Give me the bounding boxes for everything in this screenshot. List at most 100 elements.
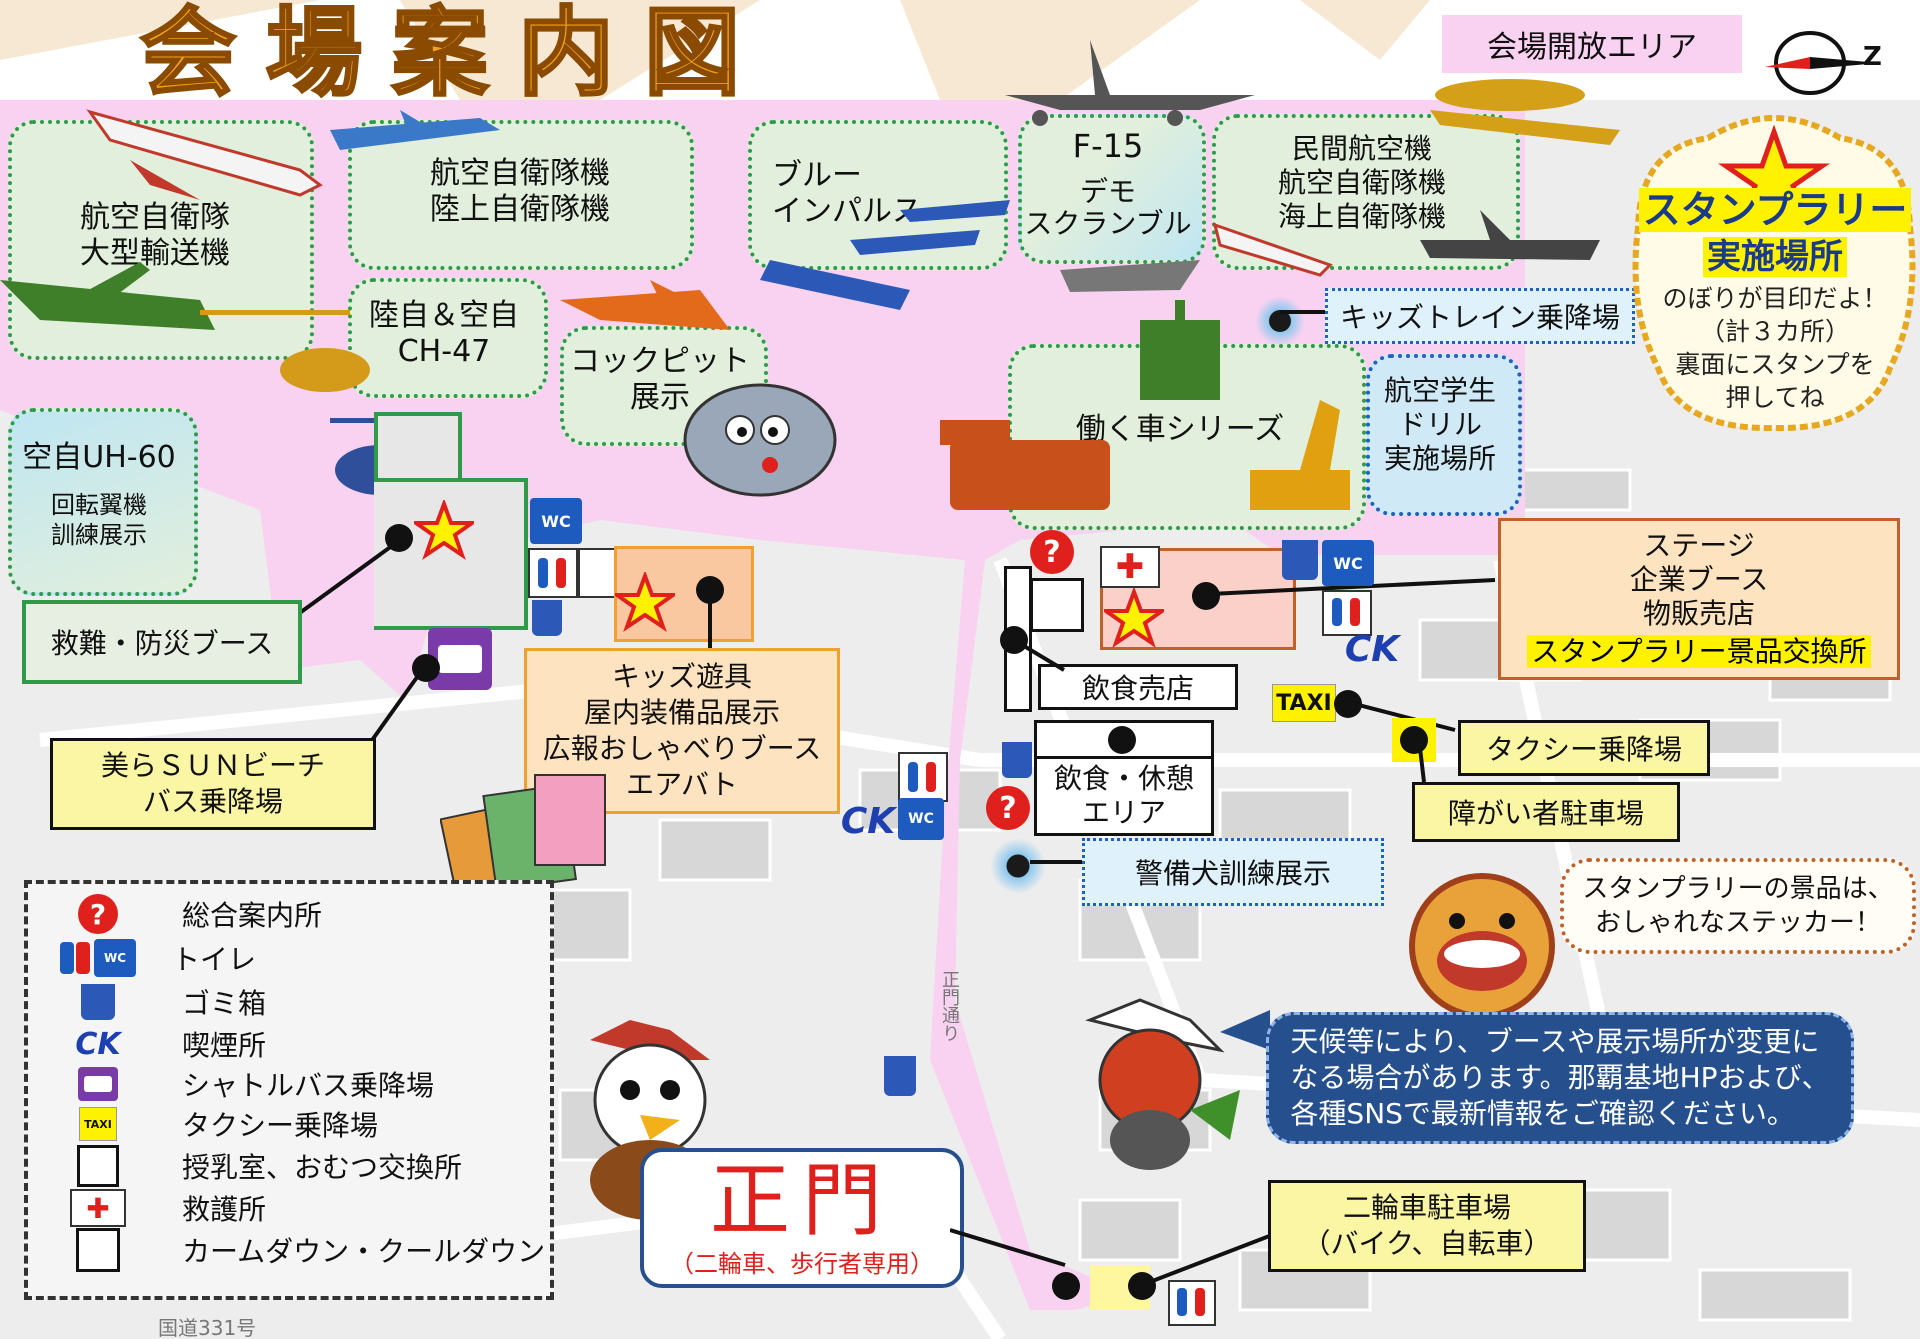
rescue-booth-label: 救難・防災ブース <box>50 627 274 660</box>
rest-area-callout: 飲食・休憩 エリア <box>1034 756 1214 836</box>
smoking-icon: CK <box>75 1027 120 1062</box>
taxi-icon: TAXI <box>1272 684 1336 722</box>
disabled-parking-callout: 障がい者駐車場 <box>1412 782 1680 842</box>
info-question-icon: ? <box>986 786 1030 830</box>
wc-text: WC <box>1333 553 1363 573</box>
legend-row-first-aid: ✚ 救護所 <box>68 1189 267 1227</box>
smoking-text: CK <box>1344 628 1400 670</box>
food-shop-callout: 飲食売店 <box>1038 664 1238 710</box>
kids-play-callout: キッズ遊具 屋内装備品展示 広報おしゃべりブース エアバト <box>524 648 840 814</box>
first-aid-icon: ✚ <box>70 1189 126 1227</box>
smoking-icon: CK <box>840 798 896 844</box>
trash-bin-icon <box>884 1056 916 1096</box>
stamp-rally-subtitle-wrap: 実施場所 <box>1632 236 1918 278</box>
transport-plane-icon <box>86 109 323 200</box>
motorbike-parking-callout: 二輪車駐車場 （バイク、自転車） <box>1268 1180 1586 1272</box>
tengu-mascot-icon <box>1085 998 1240 1170</box>
rescue-booth-leader <box>288 538 402 622</box>
motorbike-parking-leader <box>1142 1233 1273 1287</box>
accessible-toilet-icon: WC <box>530 498 582 544</box>
stage-highlight-label: スタンプラリー景品交換所 <box>1527 635 1871 668</box>
accessible-toilet-icon: WC <box>1322 540 1374 586</box>
info-question-icon: ? <box>1030 530 1074 574</box>
toilet-icon <box>1322 590 1372 636</box>
sticker-note-text: スタンプラリーの景品は、 おしゃれなステッカー！ <box>1582 874 1894 938</box>
zone-uh60-title: 空自UH-60 <box>22 440 176 475</box>
zone-transport-label: 航空自衛隊 大型輸送機 <box>80 200 230 271</box>
disabled-parking-label: 障がい者駐車場 <box>1447 797 1644 830</box>
toilet-icon <box>528 548 578 598</box>
rest-area-marker <box>1108 726 1136 754</box>
legend-row-bus: シャトルバス乗降場 <box>68 1066 434 1102</box>
bus-stop-label: 美らＳＵＮビーチ バス乗降場 <box>100 749 325 818</box>
legend-label: カームダウン・クールダウン <box>182 1235 546 1268</box>
open-area-label: 会場開放エリア <box>1487 30 1697 65</box>
zone-f15 <box>1018 114 1206 264</box>
legend-label: 喫煙所 <box>182 1029 267 1062</box>
kids-train-marker <box>1255 296 1305 346</box>
zone-uh60-sub: 回転翼機 訓練展示 <box>51 491 147 549</box>
legend-label: 救護所 <box>182 1193 267 1226</box>
mascot-plane-character-icon <box>683 383 837 497</box>
calm-down-icon <box>76 1228 120 1272</box>
blue-impulse-jets-icon <box>760 200 1010 310</box>
zone-cadet-drill-label: 航空学生 ドリル 実施場所 <box>1383 374 1496 475</box>
trash-bin-icon <box>532 600 562 636</box>
taxi-text: TAXI <box>1276 690 1332 716</box>
stage-highlight-wrap: スタンプラリー景品交換所 <box>1501 633 1897 671</box>
zone-uh60 <box>8 408 198 596</box>
shuttle-bus-icon <box>428 628 492 690</box>
nursing-room-icon <box>1030 578 1084 632</box>
first-aid-icon: ✚ <box>1100 546 1160 588</box>
question-mark-text: ? <box>1043 534 1061 570</box>
zone-work-vehicles-label: 働く車シリーズ <box>1075 412 1285 447</box>
kids-play-label: キッズ遊具 屋内装備品展示 広報おしゃべりブース エアバト <box>542 660 822 801</box>
taxi-leader <box>1355 702 1456 732</box>
kids-train-leader <box>1280 310 1325 314</box>
rescue-booth-callout: 救難・防災ブース <box>22 600 302 684</box>
fire-truck-icon <box>940 420 1110 510</box>
motorbike-parking-label: 二輪車駐車場 （バイク、自転車） <box>1302 1191 1552 1260</box>
shisa-mascot-icon <box>1409 873 1555 1019</box>
taxi-stand-callout: タクシー乗降場 <box>1458 720 1710 776</box>
compass-icon <box>1765 31 1880 95</box>
bus-leader <box>368 671 422 745</box>
accessible-toilet-icon: WC <box>94 939 136 977</box>
weather-notice: 天候等により、ブースや展示場所が変更に なる場合があります。那覇基地HPおよび、… <box>1266 1012 1854 1144</box>
excavator-icon <box>1250 400 1350 510</box>
toilet-icon <box>898 752 948 802</box>
road-label-main: 正門通り <box>939 970 960 1042</box>
legend-row-smoking: CK 喫煙所 <box>68 1026 267 1063</box>
main-gate-marker <box>1052 1272 1080 1300</box>
smoking-text: CK <box>840 800 896 842</box>
food-shop-leader <box>1014 638 1066 672</box>
compass-north-letter: Z <box>1863 42 1882 72</box>
legend-label: タクシー乗降場 <box>182 1109 379 1142</box>
legend-panel: ? 総合案内所 WC トイレ ゴミ箱 CK 喫煙所 シャトルバス乗降場 TAXI… <box>24 880 554 1300</box>
question-mark-text: ? <box>89 897 107 931</box>
trash-bin-icon <box>1002 742 1032 778</box>
legend-row-trash: ゴミ箱 <box>68 984 266 1020</box>
info-question-icon: ? <box>78 894 118 934</box>
shuttle-bus-icon <box>78 1067 118 1101</box>
rescue-booth-area-b <box>374 478 528 630</box>
legend-row-calm-down: カームダウン・クールダウン <box>68 1228 546 1272</box>
zone-jsdf-jgsdf-label: 航空自衛隊機 陸上自衛隊機 <box>430 156 610 227</box>
stage-marker <box>1192 582 1220 610</box>
stamp-star-icon <box>414 500 474 560</box>
zone-cockpit-label: コックピット 展示 <box>570 344 750 415</box>
bus-stop-callout: 美らＳＵＮビーチ バス乗降場 <box>50 738 376 830</box>
sticker-note: スタンプラリーの景品は、 おしゃれなステッカー！ <box>1560 858 1916 954</box>
civil-airliner-icon <box>1212 222 1333 277</box>
legend-row-nursing: 授乳室、おむつ交換所 <box>68 1145 462 1187</box>
stamp-rally-heading: スタンプラリー <box>1632 186 1918 234</box>
wc-text: WC <box>908 811 934 827</box>
zone-f15-title: F-15 <box>1072 127 1144 165</box>
toilet-icon <box>1168 1280 1216 1326</box>
legend-label: 総合案内所 <box>182 899 323 932</box>
zone-f15-sub: デモ スクランブル <box>1024 175 1192 240</box>
legend-row-toilet: WC トイレ <box>60 939 256 977</box>
trash-bin-icon <box>1282 540 1318 580</box>
